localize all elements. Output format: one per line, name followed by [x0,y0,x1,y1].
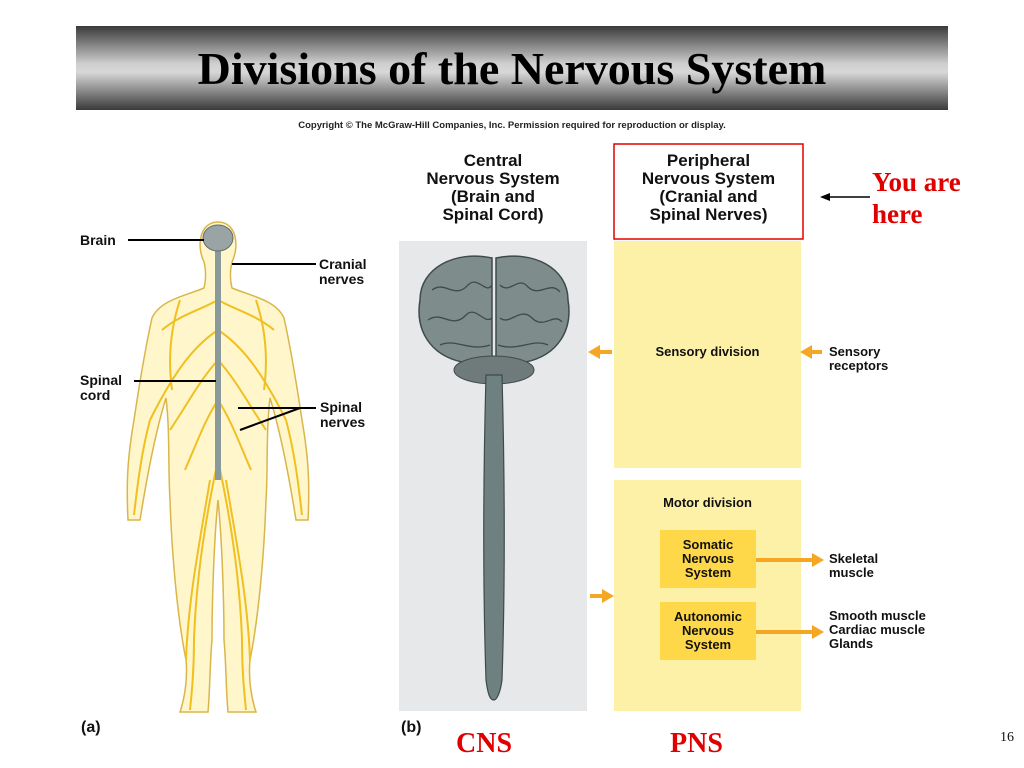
brain-right-hemisphere [495,255,570,363]
somatic-nervous-system-box: Somatic Nervous System [660,530,756,588]
spinal-cord-column [483,374,505,701]
flow-arrows [588,193,870,639]
brain-folds [427,281,563,348]
cns-header: Central Nervous System (Brain and Spinal… [426,151,560,224]
nerve-branches [133,299,303,711]
pns-header: Peripheral Nervous System (Cranial and S… [641,151,776,224]
pns-annotation: PNS [670,728,723,759]
autonomic-to-effectors-arrow [755,625,824,639]
motor-division-label: Motor division [663,495,752,510]
copyright-notice: Copyright © The McGraw-Hill Companies, I… [298,120,726,131]
autonomic-effectors-label: Smooth muscle Cardiac muscle Glands [829,608,926,651]
you-are-here-arrow [820,193,870,201]
skeletal-muscle-label: Skeletal muscle [829,551,879,580]
sensory-division-label: Sensory division [655,344,760,359]
spinal-cord-label: Spinal cord [80,372,123,403]
title-bar: Divisions of the Nervous System [76,26,948,110]
cns-to-motor-arrow [590,589,614,603]
spinal-cord-shape [215,250,221,480]
somatic-to-skeletal-arrow [755,553,824,567]
brain-label: Brain [80,232,116,248]
pns-motor-panel [614,480,801,711]
receptors-to-sensory-arrow [800,345,822,359]
autonomic-nervous-system-box: Autonomic Nervous System [660,602,756,660]
body-figure [126,221,310,713]
you-are-here-annotation: You are here [872,167,961,229]
leader-lines [128,239,316,431]
cns-brain-spinal-cord [418,255,570,701]
cns-annotation: CNS [456,728,513,759]
pns-header-highlight [613,143,804,240]
sensory-receptors-label: Sensory receptors [829,344,889,373]
page-title: Divisions of the Nervous System [197,42,827,94]
page-number: 16 [1000,730,1014,745]
panel-b-label: (b) [401,719,422,736]
cranial-nerves-label: Cranial nerves [319,256,367,287]
pns-sensory-panel [614,241,801,468]
sensory-to-cns-arrow [588,345,612,359]
panel-a-label: (a) [81,719,101,736]
brain-shape [202,224,234,252]
spinal-nerves-label: Spinal nerves [320,399,366,430]
